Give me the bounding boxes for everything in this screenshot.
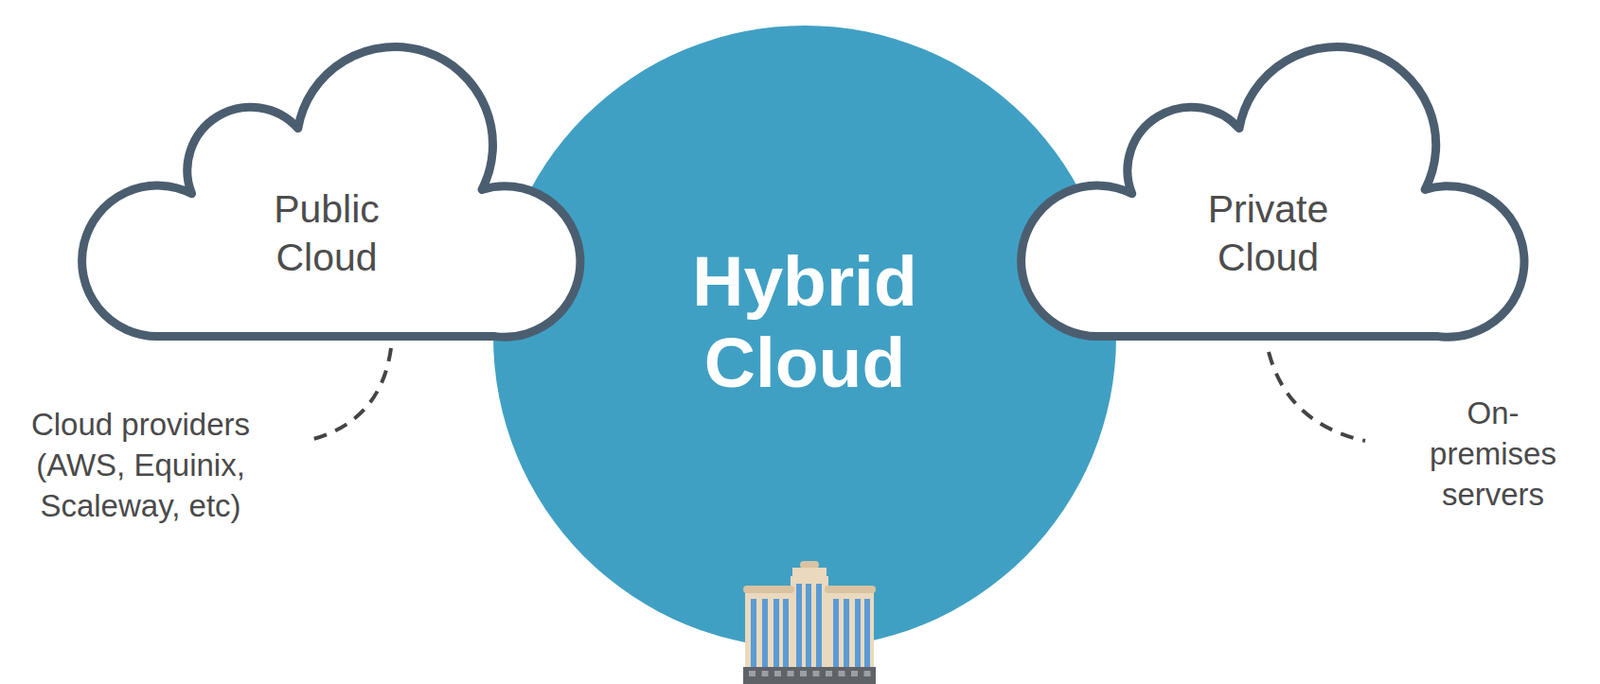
- callout-label: On-premises servers: [1429, 393, 1557, 516]
- hub-circle: Hybrid Cloud: [493, 25, 1117, 649]
- callout-label: Cloud providers (AWS, Equinix, Scaleway,…: [5, 405, 276, 528]
- leader-line: [1268, 352, 1366, 442]
- cloud-title: Public Cloud: [273, 184, 380, 283]
- cloud-title: Private Cloud: [1208, 184, 1330, 283]
- cloud-shape: Public Cloud: [81, 40, 572, 342]
- building-icon: [743, 561, 895, 684]
- cloud-shape: Private Cloud: [1020, 40, 1516, 342]
- hub-title: Hybrid Cloud: [692, 240, 918, 405]
- leader-line: [305, 348, 392, 442]
